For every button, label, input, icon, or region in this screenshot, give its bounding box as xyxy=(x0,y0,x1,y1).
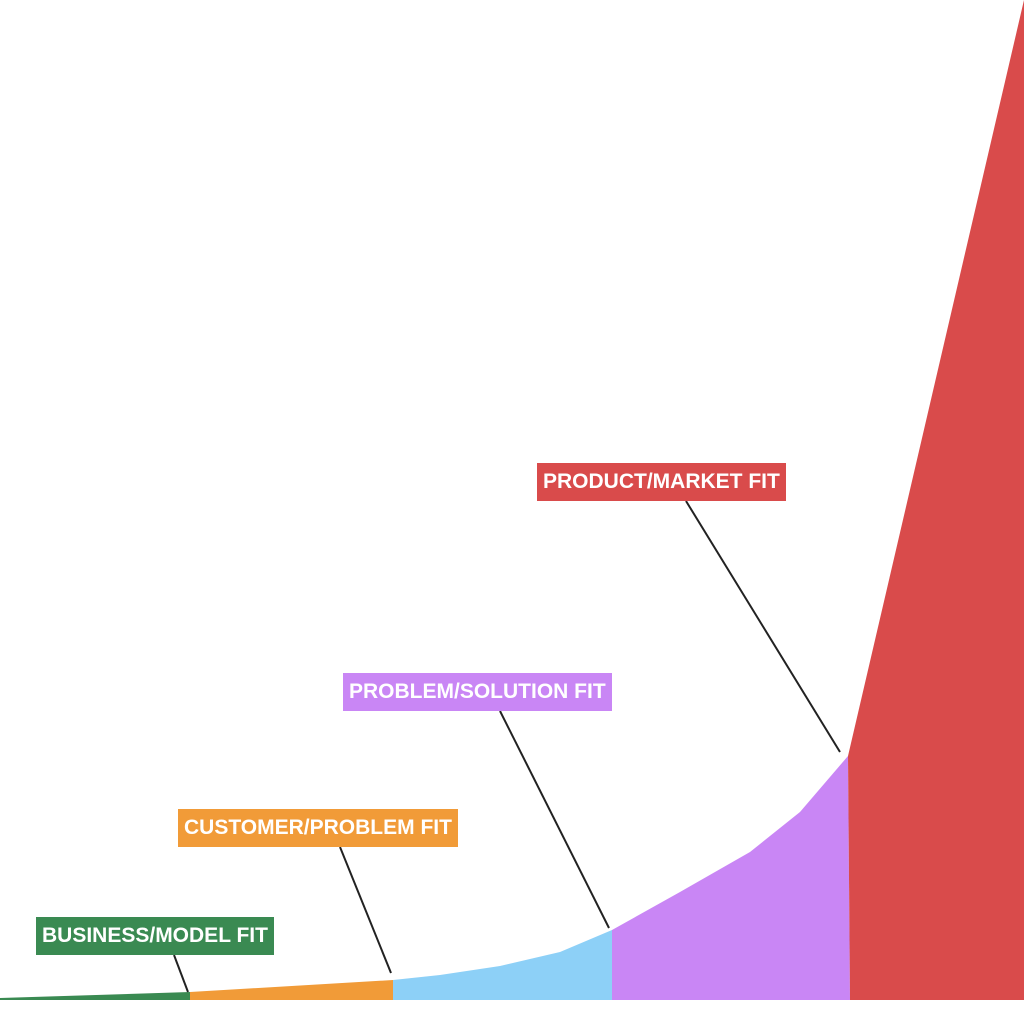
segment-business-model xyxy=(0,992,190,1000)
label-customer-problem: CUSTOMER/PROBLEM FIT xyxy=(178,809,458,847)
leader-line-problem-solution xyxy=(499,710,610,929)
label-product-market: PRODUCT/MARKET FIT xyxy=(537,463,786,501)
segment-light-blue xyxy=(393,930,612,1000)
leader-line-product-market xyxy=(685,500,841,753)
segment-product-market xyxy=(848,0,1024,1000)
label-business-model: BUSINESS/MODEL FIT xyxy=(36,917,274,955)
label-problem-solution: PROBLEM/SOLUTION FIT xyxy=(343,673,612,711)
leader-line-customer-problem xyxy=(339,846,392,974)
segment-problem-solution xyxy=(612,756,850,1000)
leader-line-business-model xyxy=(173,954,189,993)
segment-customer-problem xyxy=(190,980,393,1000)
